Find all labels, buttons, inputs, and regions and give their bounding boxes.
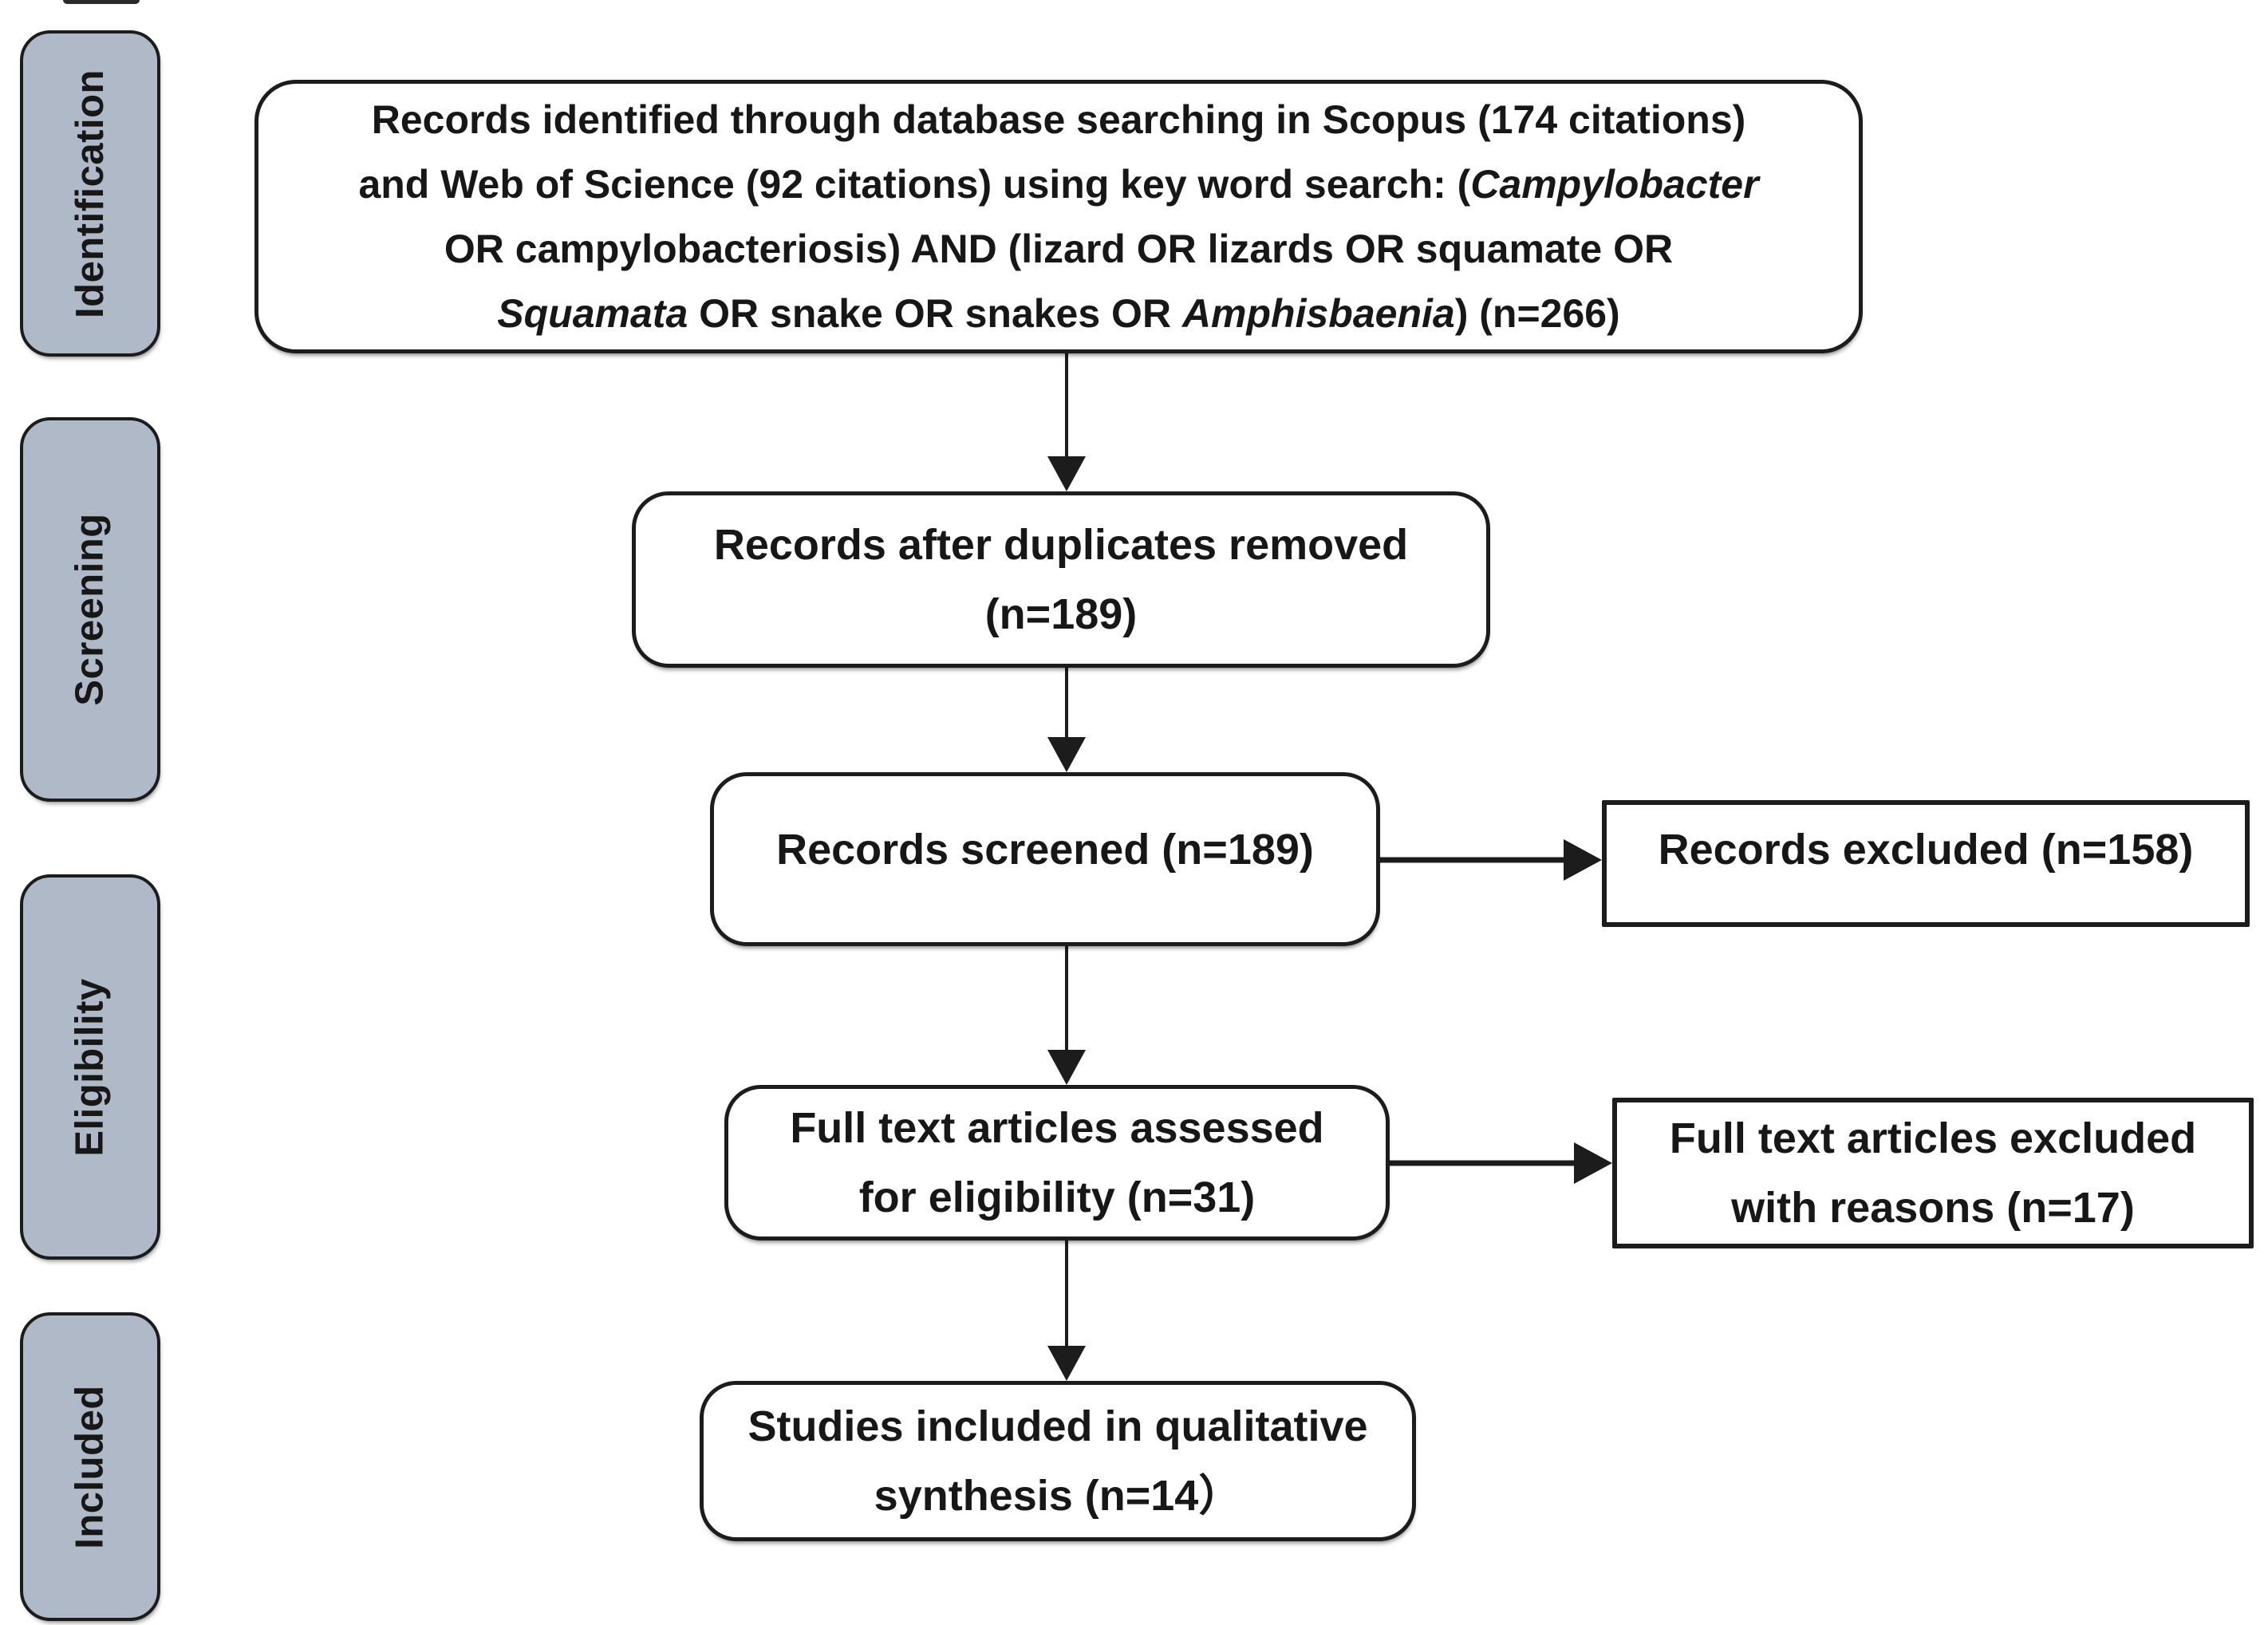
box-records-screened: Records screened (n=189) xyxy=(710,772,1380,946)
arrow-screened-to-fulltext xyxy=(1047,946,1086,1085)
records-excluded-line1: Records excluded (n=158) xyxy=(1658,826,2194,874)
records-identified-line1: Records identified through database sear… xyxy=(371,97,1746,142)
fulltext-assessed-line2: for eligibility (n=31) xyxy=(858,1173,1256,1221)
stage-screening: Screening xyxy=(20,417,160,802)
records-identified-line2: and Web of Science (92 citations) using … xyxy=(358,161,1759,207)
records-screened-line1: Records screened (n=189) xyxy=(776,825,1314,874)
stage-eligibility-label: Eligibility xyxy=(69,977,112,1157)
box-fulltext-excluded: Full text articles excluded with reasons… xyxy=(1612,1098,2254,1248)
arrow-fulltext-to-included xyxy=(1047,1240,1086,1381)
top-edge-artifact xyxy=(63,0,140,4)
stage-screening-label: Screening xyxy=(69,513,112,706)
arrow-duplicates-to-screened xyxy=(1047,668,1086,772)
records-identified-line3: OR campylobacteriosis) AND (lizard OR li… xyxy=(444,226,1674,271)
fulltext-excluded-line2: with reasons (n=17) xyxy=(1731,1183,2135,1232)
arrow-identified-to-duplicates xyxy=(1047,353,1086,491)
stage-eligibility: Eligibility xyxy=(20,874,160,1260)
box-records-identified: Records identified through database sear… xyxy=(254,80,1863,353)
duplicates-removed-line1: Records after duplicates removed xyxy=(713,520,1409,569)
arrow-fulltext-to-excluded xyxy=(1390,1142,1612,1184)
stage-identification-label: Identification xyxy=(69,69,112,318)
stage-included: Included xyxy=(20,1312,160,1621)
arrow-screened-to-excluded xyxy=(1380,839,1602,881)
duplicates-removed-line2: (n=189) xyxy=(984,590,1138,638)
box-studies-included: Studies included in qualitative synthesi… xyxy=(700,1381,1416,1541)
records-identified-line4: Squamata OR snake OR snakes OR Amphisbae… xyxy=(497,290,1620,336)
fulltext-assessed-line1: Full text articles assessed xyxy=(790,1103,1324,1152)
box-fulltext-assessed: Full text articles assessed for eligibil… xyxy=(724,1085,1390,1240)
studies-included-line1: Studies included in qualitative xyxy=(747,1402,1368,1450)
fulltext-excluded-line1: Full text articles excluded xyxy=(1669,1114,2197,1162)
stage-included-label: Included xyxy=(69,1384,112,1549)
box-duplicates-removed: Records after duplicates removed (n=189) xyxy=(632,491,1490,668)
box-records-excluded: Records excluded (n=158) xyxy=(1602,800,2250,927)
studies-included-line2: synthesis (n=14） xyxy=(874,1471,1242,1520)
stage-identification: Identification xyxy=(20,30,160,357)
